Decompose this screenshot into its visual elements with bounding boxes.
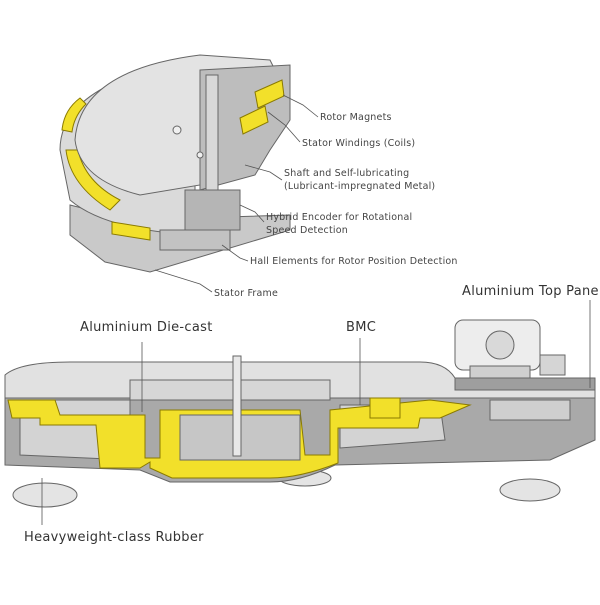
rotor-magnet-cut	[254, 79, 285, 109]
label-stator-frame: Stator Frame	[214, 288, 279, 299]
platter	[129, 379, 331, 401]
hall-yellow	[111, 221, 151, 241]
chassis-leader-lines	[41, 300, 591, 525]
stator-coil-cut	[239, 105, 269, 135]
bmc-yellow-part	[369, 397, 401, 419]
foot-left	[12, 482, 78, 508]
label-aluminium-die-cast: Aluminium Die-cast	[80, 320, 213, 335]
label-shaft-line2: (Lubricant-impregnated Metal)	[284, 181, 436, 192]
magnet-ring-top	[61, 97, 87, 133]
label-aluminium-top-panel: Aluminium Top Panel	[462, 284, 600, 299]
label-rotor-magnets: Rotor Magnets	[320, 112, 392, 123]
spindle	[232, 355, 242, 457]
top-panel	[454, 377, 596, 391]
motor-leader-lines	[154, 94, 319, 293]
hall-housing	[159, 229, 231, 251]
label-hall-elements: Hall Elements for Rotor Position Detecti…	[250, 256, 458, 267]
encoder-housing	[184, 189, 241, 231]
label-encoder-line1: Hybrid Encoder for Rotational	[266, 212, 413, 223]
tonearm	[454, 319, 566, 379]
label-encoder-line2: Speed Detection	[266, 225, 348, 236]
right-block	[489, 399, 571, 421]
label-stator-windings: Stator Windings (Coils)	[302, 138, 416, 149]
chassis-illustration	[4, 319, 596, 508]
screw	[172, 125, 182, 135]
label-bmc: BMC	[346, 320, 377, 335]
foot-right	[499, 478, 561, 502]
screw-2	[196, 151, 204, 159]
label-heavyweight-rubber: Heavyweight-class Rubber	[24, 530, 204, 545]
label-shaft-line1: Shaft and Self-lubricating	[284, 168, 410, 179]
motor-illustration	[59, 54, 291, 273]
magnet-ring-lower	[65, 149, 121, 211]
